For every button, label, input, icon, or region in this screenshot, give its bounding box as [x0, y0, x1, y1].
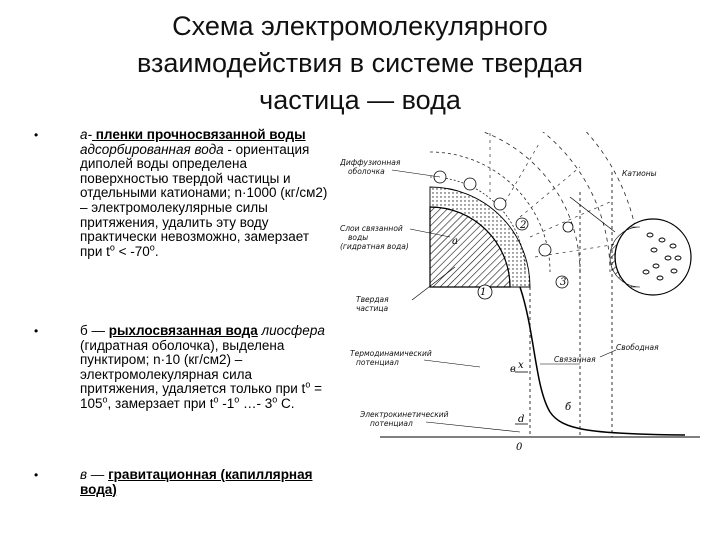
mark-2: 2 — [519, 220, 526, 231]
bullet-text: в — гравитационная (капиллярная вода) — [80, 467, 330, 497]
potential-curve — [519, 286, 686, 436]
mark-v: в — [510, 364, 516, 375]
mark-d: d — [518, 414, 524, 425]
bullet-body: - ориентация диполей воды определена пов… — [80, 141, 328, 259]
label-thermo-1: Термодинамический — [350, 349, 432, 358]
degree-mark: о — [234, 394, 240, 405]
bullet-prefix: а- — [80, 127, 93, 142]
particle-water-diagram: Диффузионная оболочка Катионы Слои связа… — [340, 132, 700, 453]
bullet-term: рыхлосвязанная вода — [108, 323, 258, 338]
mark-1: 1 — [480, 287, 486, 298]
label-free: Свободная — [616, 343, 659, 352]
label-electro-2: потенциал — [370, 419, 413, 428]
title-line-1: Схема электромолекулярного — [172, 11, 548, 41]
label-solid-2: частица — [356, 304, 388, 313]
radial-dashes — [489, 132, 631, 258]
bullet-end: С. — [277, 395, 295, 411]
bullet-body: (гидратная оболочка), выделена пунктиром… — [80, 337, 306, 397]
bullet-end: . — [154, 243, 159, 259]
label-cations: Катионы — [622, 169, 657, 178]
slide-title: Схема электромолекулярного взаимодействи… — [60, 8, 660, 119]
label-strong-2: воды — [348, 233, 368, 242]
cation-circles — [433, 170, 574, 300]
degree-mark: о — [109, 242, 115, 253]
bullet-term: пленки прочносвязанной воды — [92, 127, 306, 142]
mark-zero: 0 — [516, 442, 523, 453]
title-line-3: частица — вода — [259, 85, 461, 115]
bullet-term-italic: адсорбированная вода — [80, 141, 224, 157]
degree-mark: о — [149, 242, 155, 253]
bullet-end: , замерзает при t — [107, 395, 214, 411]
cation-pointer — [569, 196, 616, 233]
label-strong-1: Слои связанной — [340, 224, 403, 233]
degree-mark: о — [102, 394, 108, 405]
bullet-marker: • — [34, 468, 39, 482]
bullet-end: …- 3 — [239, 395, 273, 411]
title-line-2: взаимодействия в системе твердая — [136, 48, 584, 78]
label-strong-3: (гидратная вода) — [340, 242, 409, 251]
mark-x: x — [518, 360, 524, 371]
leader-lines — [391, 169, 617, 433]
mark-3: 3 — [560, 277, 566, 288]
bullet-marker: • — [34, 324, 39, 338]
degree-mark: о — [272, 394, 278, 405]
bullet-end: -1 — [218, 395, 235, 411]
label-diffuse-2: оболочка — [348, 167, 385, 176]
cation-detail-circle — [609, 218, 692, 296]
bullet-prefix: в — — [80, 467, 109, 482]
bullet-tail: = 105 — [80, 381, 322, 411]
label-solid-1: Твердая — [356, 295, 389, 304]
bullet-text: а- пленки прочносвязанной воды адсорбиро… — [80, 127, 330, 259]
bullet-term: гравитационная (капиллярная вода) — [80, 467, 313, 497]
label-bound: Связанная — [554, 355, 596, 364]
bullet-prefix: б — — [80, 323, 109, 338]
degree-mark: о — [305, 379, 311, 390]
label-diffuse-1: Диффузионная — [340, 158, 401, 167]
degree-mark: о — [213, 394, 219, 405]
mark-b: б — [565, 402, 572, 413]
bullet-tail: < -70 — [114, 243, 150, 259]
bullet-term-italic: лиосфера — [257, 323, 325, 338]
bullet-marker: • — [34, 128, 39, 142]
label-electro-1: Электрокинетический — [359, 410, 449, 419]
bullet-text: б — рыхлосвязанная вода лиосфера (гидрат… — [80, 323, 330, 412]
mark-a: а — [452, 236, 458, 247]
label-thermo-2: потенциал — [356, 358, 399, 367]
